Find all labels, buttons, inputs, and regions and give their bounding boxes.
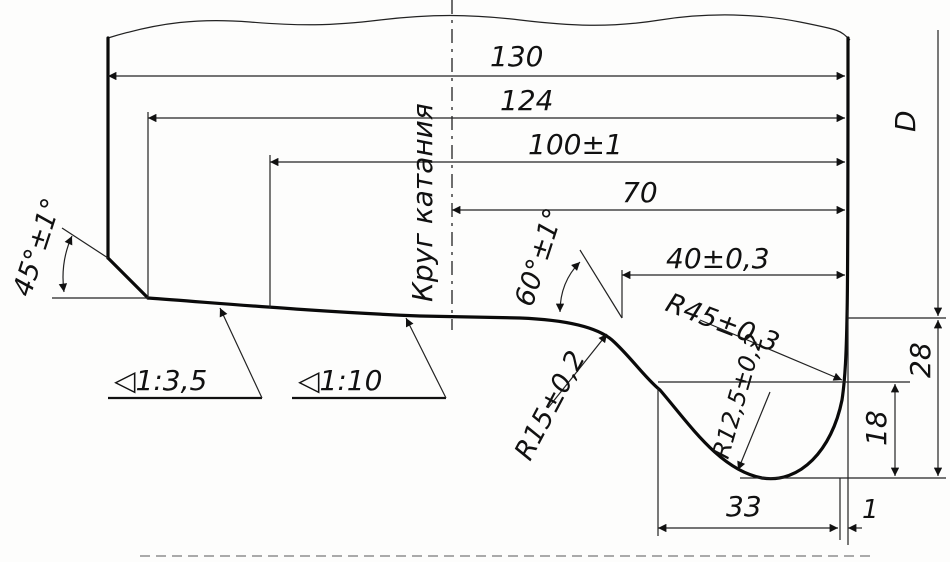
dim-40-label: 40±0,3 xyxy=(666,242,770,275)
r12-leader xyxy=(737,391,771,471)
dim-70-label: 70 xyxy=(622,176,658,209)
dim-D-label: D xyxy=(889,110,922,132)
dim-124-label: 124 xyxy=(500,84,553,117)
taper-1-label: ◁1:3,5 xyxy=(114,364,207,397)
break-line xyxy=(107,14,851,41)
radius-15-label: R15±0,2 xyxy=(509,346,592,465)
taper-leader-1 xyxy=(108,307,263,400)
dim-33-label: 33 xyxy=(726,490,762,523)
angle-60-label: 60°±1° xyxy=(509,204,570,310)
r15-leader xyxy=(547,333,608,409)
taper-leader-2 xyxy=(292,317,447,400)
dim-18-label: 18 xyxy=(860,410,893,446)
taper-2-label: ◁1:10 xyxy=(298,364,382,397)
r45-leader xyxy=(699,319,843,381)
dim-1-label: 1 xyxy=(862,495,879,525)
dim-100-label: 100±1 xyxy=(528,128,623,161)
rolling-circle-label: Круг катания xyxy=(406,103,439,302)
radius-12-label: R12,5±0,2 xyxy=(707,331,769,462)
angle-45-label: 45°±1° xyxy=(7,194,68,300)
dim-130-label: 130 xyxy=(490,40,543,73)
dim-28-label: 28 xyxy=(904,342,937,378)
